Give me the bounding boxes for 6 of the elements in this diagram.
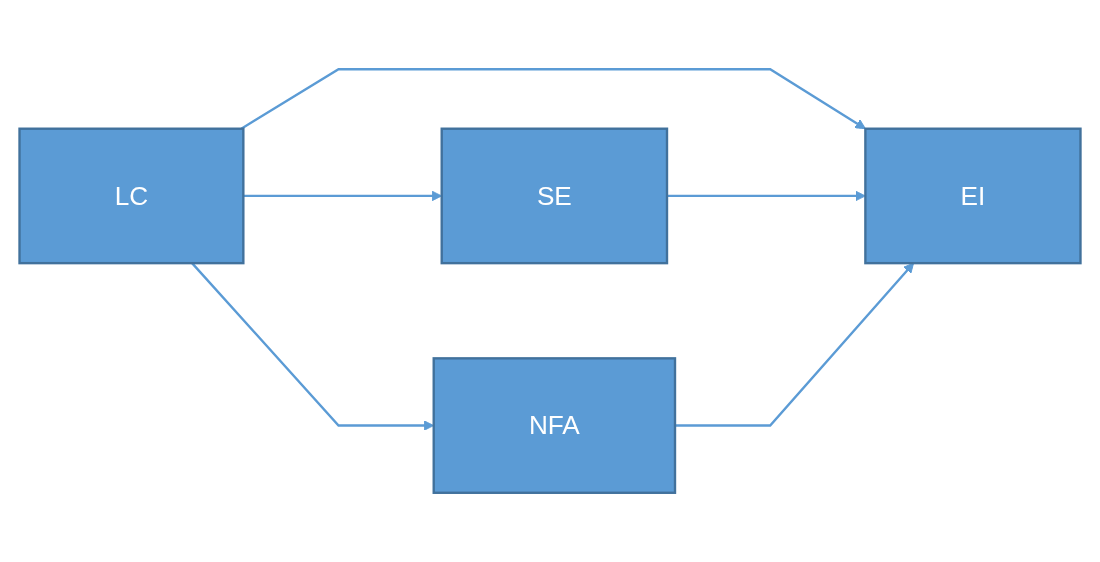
arrow [667,190,866,202]
arrow [240,68,866,130]
node-box: EI [864,127,1082,265]
node-box: LC [18,127,245,265]
node-box: SE [440,127,669,265]
node-box: NFA [432,357,677,494]
